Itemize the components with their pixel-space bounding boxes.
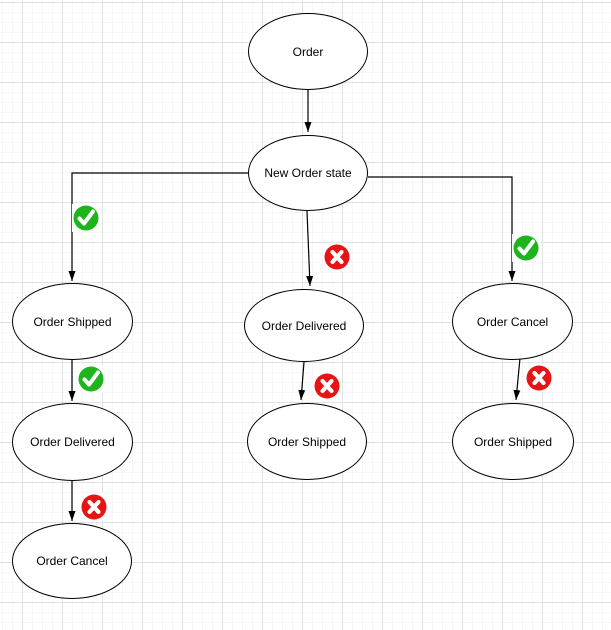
check-glyph — [517, 239, 535, 256]
node-label: Order Delivered — [261, 318, 347, 333]
node-order-shipped-left[interactable]: Order Shipped — [12, 283, 133, 360]
node-label: Order Shipped — [267, 434, 347, 449]
node-order-shipped-right[interactable]: Order Shipped — [452, 403, 574, 480]
node-order-shipped-middle[interactable]: Order Shipped — [247, 403, 367, 480]
node-label: New Order state — [264, 166, 352, 180]
node-label: Order Shipped — [33, 314, 112, 329]
green-check-icon[interactable] — [72, 204, 100, 232]
x-glyph — [87, 499, 101, 515]
green-check-icon[interactable] — [512, 234, 540, 262]
check-glyph — [82, 370, 100, 387]
node-order-cancel-left[interactable]: Order Cancel — [12, 523, 132, 599]
edge-new-order-state-to-order-delivered[interactable] — [306, 210, 314, 287]
red-x-icon[interactable] — [313, 372, 341, 400]
x-glyph — [320, 378, 334, 394]
node-order-cancel-right[interactable]: Order Cancel — [452, 283, 573, 360]
x-glyph — [532, 370, 546, 386]
red-x-icon[interactable] — [80, 493, 108, 521]
check-glyph — [77, 209, 95, 226]
green-check-icon[interactable] — [77, 365, 105, 393]
edge-order-delivered-to-order-shipped[interactable] — [298, 361, 306, 401]
edge-new-order-state-to-order-cancel[interactable] — [368, 176, 516, 281]
x-glyph — [330, 249, 344, 265]
node-order-delivered-left[interactable]: Order Delivered — [12, 403, 133, 481]
node-order[interactable]: Order — [248, 13, 368, 90]
node-label: Order — [292, 44, 324, 59]
node-order-delivered-middle[interactable]: Order Delivered — [244, 289, 364, 362]
node-label: Order Shipped — [473, 434, 553, 449]
red-x-icon[interactable] — [525, 364, 553, 392]
node-label: Order Cancel — [36, 554, 108, 568]
node-label: Order Cancel — [476, 314, 549, 329]
node-label: Order Delivered — [30, 435, 115, 449]
red-x-icon[interactable] — [323, 243, 351, 271]
edge-new-order-state-to-order-shipped[interactable] — [68, 172, 248, 281]
node-new-order-state[interactable]: New Order state — [248, 135, 368, 211]
edge-order-cancel-to-order-shipped[interactable] — [513, 357, 521, 401]
